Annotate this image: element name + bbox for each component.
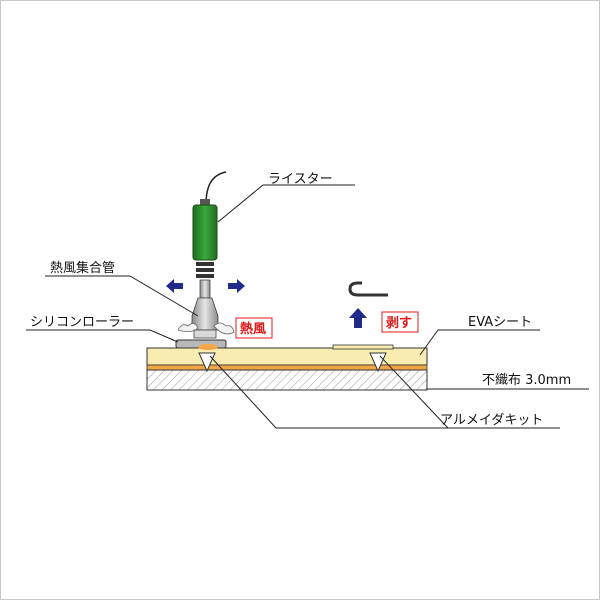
gun-vent-1 xyxy=(196,262,214,266)
label-roller: シリコンローラー xyxy=(30,315,134,330)
gun-vent-2 xyxy=(196,268,214,272)
eva-seam-strip xyxy=(332,344,394,350)
floor-layers xyxy=(146,344,428,391)
peel-box xyxy=(381,311,419,333)
label-hot-air: 熱風 xyxy=(240,321,266,337)
label-nonwoven: 不織布 3.0mm xyxy=(482,373,571,388)
leader-lines xyxy=(26,184,589,429)
nozzle-tip xyxy=(193,329,217,339)
arrow-up-icon xyxy=(349,308,367,328)
label-nozzle: 熱風集合管 xyxy=(50,260,115,276)
hot-air-box xyxy=(235,317,273,339)
arrow-right-icon xyxy=(228,279,245,293)
label-peel: 剥す xyxy=(386,316,412,331)
leader-roller xyxy=(26,329,179,343)
nonwoven-layer xyxy=(146,369,428,391)
gun-cap xyxy=(200,199,210,207)
gun-body xyxy=(192,204,218,261)
label-eva-sheet: EVAシート xyxy=(468,315,532,330)
hot-air-puff-left xyxy=(177,323,199,332)
hot-air-puff-right xyxy=(213,322,235,335)
leader-leister xyxy=(217,184,355,223)
orange-layer xyxy=(146,364,428,371)
hot-spot xyxy=(198,344,218,350)
movement-arrows xyxy=(166,279,367,328)
gun-vent-3 xyxy=(196,274,214,278)
nozzle-tube xyxy=(199,279,211,299)
leader-nozzle xyxy=(45,275,199,317)
leader-kit-left xyxy=(209,355,560,429)
leader-eva xyxy=(419,329,540,356)
label-leister: ライスター xyxy=(268,172,333,187)
label-alumeida-kit: アルメイダキット xyxy=(440,413,543,428)
leister-gun xyxy=(175,171,235,350)
arrow-left-icon xyxy=(166,279,183,293)
leader-kit-right xyxy=(379,355,449,429)
eva-sheet-layer xyxy=(146,347,428,366)
hook-icon xyxy=(348,281,388,297)
